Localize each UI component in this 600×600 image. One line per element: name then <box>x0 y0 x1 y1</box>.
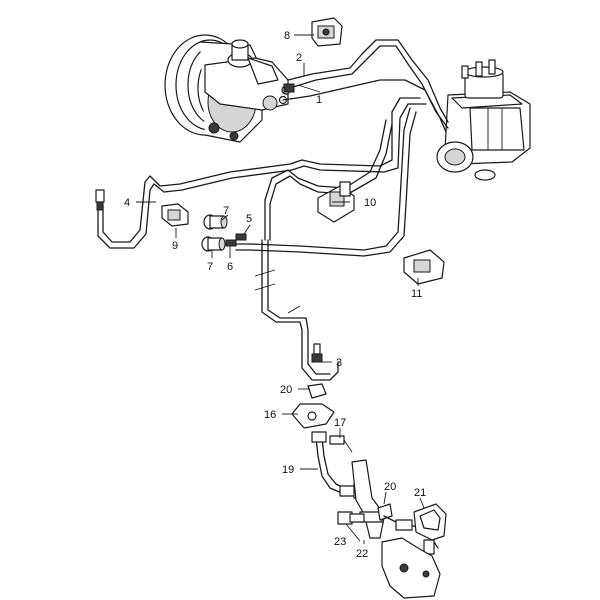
callout-21: 21 <box>414 487 426 499</box>
line-4-end-fitting <box>95 189 105 211</box>
nut-part-7-upper <box>203 214 228 230</box>
leader-lines <box>136 34 425 544</box>
callout-16: 16 <box>264 409 276 421</box>
brake-knuckle <box>381 537 441 599</box>
callout-9: 9 <box>172 240 178 252</box>
callout-8: 8 <box>284 30 290 42</box>
callout-10: 10 <box>364 197 376 209</box>
callout-5: 5 <box>246 213 252 225</box>
callout-11: 11 <box>411 288 422 300</box>
brake-pipes <box>97 39 449 381</box>
abs-hydraulic-unit <box>436 59 531 181</box>
clip-part-9 <box>161 203 189 227</box>
master-cylinder <box>204 39 291 111</box>
callout-20-lower: 20 <box>384 481 396 493</box>
fitting-part-5 <box>235 233 247 241</box>
bracket-part-8 <box>311 17 343 47</box>
callout-19: 19 <box>282 464 294 476</box>
callout-1: 1 <box>316 94 322 106</box>
bolt-part-23 <box>337 511 365 525</box>
callout-2: 2 <box>296 52 302 64</box>
fitting-part-6 <box>225 239 237 247</box>
nut-part-7-lower <box>201 236 226 252</box>
callout-23: 23 <box>334 536 346 548</box>
callout-7-lower: 7 <box>207 261 213 273</box>
caliper-part-21 <box>413 503 447 541</box>
bleeder-part-17 <box>329 435 353 453</box>
callout-20-upper: 20 <box>280 384 292 396</box>
line-1-fitting <box>283 83 295 93</box>
callout-3: 3 <box>336 357 342 369</box>
clip-part-11 <box>403 249 445 285</box>
clip-part-20-upper <box>307 383 327 399</box>
clip-part-20-lower <box>377 503 393 521</box>
clip-part-10 <box>317 181 355 223</box>
bracket-part-16 <box>291 403 335 429</box>
fitting-part-3 <box>311 343 323 363</box>
callout-6: 6 <box>227 261 233 273</box>
callout-7-upper: 7 <box>223 205 229 217</box>
callout-4: 4 <box>124 197 130 209</box>
callout-17: 17 <box>334 417 346 429</box>
bracket-part-22 <box>351 459 385 539</box>
callout-22: 22 <box>356 548 368 560</box>
